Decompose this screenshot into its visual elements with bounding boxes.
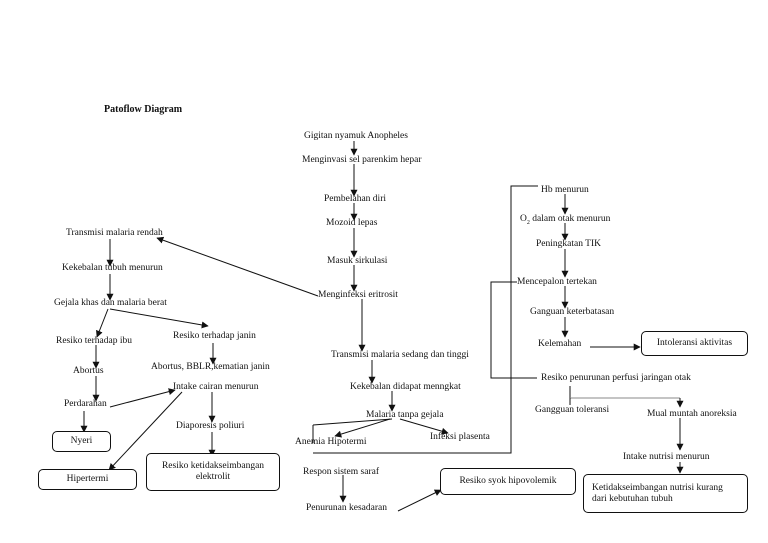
- node-kekebalan-menurun: Kekebalan tubuh menurun: [62, 263, 163, 273]
- node-transmisi-sedang: Transmisi malaria sedang dan tinggi: [331, 350, 469, 360]
- box-syok-label: Resiko syok hipovolemik: [459, 476, 557, 486]
- arrow-penurunan-syok: [397, 489, 442, 512]
- box-nyeri-label: Nyeri: [70, 436, 93, 446]
- node-masuk: Masuk sirkulasi: [327, 256, 388, 266]
- node-ganguan-keterbatasan: Ganguan keterbatasan: [530, 307, 615, 317]
- node-hb-menurun: Hb menurun: [541, 185, 589, 195]
- arrow-intake-hipertermi: [108, 391, 183, 471]
- node-kelemahan: Kelemahan: [538, 339, 582, 349]
- node-intake-nutrisi: Intake nutrisi menurun: [623, 452, 710, 462]
- node-peningkatan-tik: Peningkatan TIK: [536, 239, 601, 249]
- node-gangguan-toleransi: Gangguan toleransi: [535, 405, 610, 415]
- node-respon-saraf: Respon sistem saraf: [303, 467, 379, 477]
- node-malaria-tanpa-gejala: Malaria tanpa gejala: [366, 410, 444, 420]
- arrow-malaria-infeksi: [399, 418, 449, 435]
- node-resiko-perfusi: Resiko penurunan perfusi jaringan otak: [541, 373, 691, 383]
- box-resiko-elektrolit: Resiko ketidakseimbangan elektrolit: [146, 453, 280, 491]
- node-infeksi-plasenta: Infeksi plasenta: [430, 432, 490, 442]
- node-abortus-bblr: Abortus, BBLR,kematian janin: [151, 362, 270, 372]
- line-malaria-bracket: [312, 418, 393, 426]
- node-menginvasi: Menginvasi sel parenkim hepar: [302, 155, 422, 165]
- page-title: Patoflow Diagram: [104, 104, 183, 115]
- node-kekebalan-didapat: Kekebalan didapat menngkat: [350, 382, 461, 392]
- node-mozoid: Mozoid lepas: [326, 218, 378, 228]
- arrow-malaria-anemia: [334, 418, 391, 438]
- node-mual-muntah: Mual muntah anoreksia: [647, 409, 737, 419]
- line-anemia-to-hb: [313, 185, 538, 454]
- node-perdarahan: Perdarahan: [64, 399, 107, 409]
- o2-label: dalam otak menurun: [529, 214, 611, 224]
- arrow-perdarahan-intake: [109, 388, 176, 408]
- node-mencepalon: Mencepalon tertekan: [517, 277, 597, 287]
- node-resiko-ibu: Resiko terhadap ibu: [56, 336, 132, 346]
- node-diaporesis: Diaporesis poliuri: [176, 421, 245, 431]
- node-resiko-janin: Resiko terhadap janin: [173, 331, 256, 341]
- node-penurunan-kesadaran: Penurunan kesadaran: [306, 503, 387, 513]
- node-menginfeksi: Menginfeksi eritrosit: [318, 290, 398, 300]
- node-gigitan: Gigitan nyamuk Anopheles: [304, 131, 408, 141]
- box-intoleransi-aktivitas: Intoleransi aktivitas: [641, 331, 748, 356]
- box-hipertermi: Hipertermi: [38, 469, 137, 490]
- box-hipertermi-label: Hipertermi: [66, 474, 109, 484]
- arrow-menginfeksi-transmisi-rendah: [156, 236, 319, 297]
- box-nyeri: Nyeri: [52, 431, 111, 452]
- node-anemia-hipotermi: Anemia Hipotermi: [295, 437, 367, 447]
- arrow-gejala-janin: [109, 308, 209, 329]
- o2-subscript: 2: [526, 219, 530, 226]
- node-gejala-khas: Gejala khas dan malaria berat: [54, 298, 167, 308]
- node-intake-cairan: Intake cairan menurun: [173, 382, 259, 392]
- node-pembelahan: Pembelahan diri: [324, 194, 386, 204]
- o2-symbol: O: [520, 214, 527, 224]
- box-nutrisi-line1: Ketidakseimbangan nutrisi kurang: [592, 482, 723, 493]
- box-nutrisi-line2: dari kebutuhan tubuh: [592, 493, 673, 504]
- box-elektrolit-line2: elektrolit: [195, 472, 231, 482]
- node-abortus: Abortus: [73, 366, 104, 376]
- box-resiko-syok: Resiko syok hipovolemik: [440, 468, 576, 495]
- node-o2-otak: O2 dalam otak menurun: [520, 214, 610, 229]
- box-elektrolit-line1: Resiko ketidakseimbangan: [161, 461, 265, 471]
- box-nutrisi: Ketidakseimbangan nutrisi kurang dari ke…: [583, 474, 748, 513]
- node-transmisi-rendah: Transmisi malaria rendah: [66, 228, 163, 238]
- line-mencepalon-perfusi: [490, 281, 537, 379]
- arrow-gejala-ibu: [96, 308, 109, 338]
- box-intoleransi-label: Intoleransi aktivitas: [656, 338, 733, 348]
